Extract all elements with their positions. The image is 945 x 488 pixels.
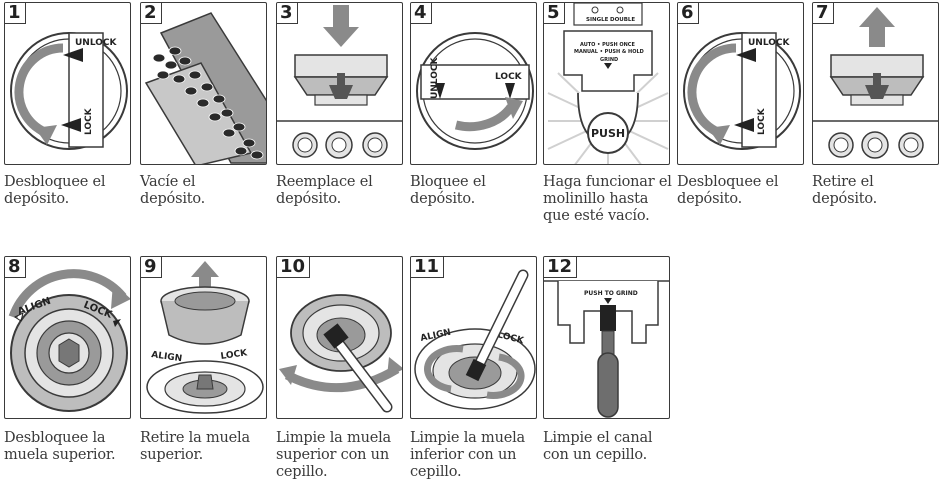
remove-hopper-illustration — [813, 7, 938, 159]
step-number: 7 — [813, 3, 834, 24]
clean-lower-burr-illustration: ALIGN LOCK — [414, 269, 536, 410]
replace-hopper-illustration — [277, 5, 402, 159]
svg-text:DOUBLE: DOUBLE — [610, 17, 635, 23]
step-11-caption: Limpie la muela inferior con un cepillo. — [410, 430, 525, 480]
step-6-panel: 6 UNLOCK LOCK — [677, 2, 804, 165]
step-number: 4 — [411, 3, 432, 24]
push-button-label: PUSH — [591, 127, 625, 140]
step-1-caption: Desbloquee el depósito. — [4, 174, 106, 207]
step-4-panel: 4 UNLOCK LOCK — [410, 2, 537, 165]
step-9-panel: 9 ALIGN LOCK — [140, 256, 267, 419]
step-number: 3 — [277, 3, 298, 24]
clean-chute-illustration: PUSH TO GRIND — [544, 280, 669, 418]
step-12-panel: 12 PUSH TO GRIND — [543, 256, 670, 419]
step-8-panel: 8 ALIGN LOCK — [4, 256, 131, 419]
step-11-panel: 11 ALIGN LOCK — [410, 256, 537, 419]
step-9-caption: Retire la muela superior. — [140, 430, 250, 463]
step-number: 1 — [5, 3, 26, 24]
lock-dial-illustration: UNLOCK LOCK — [416, 32, 534, 150]
step-number: 10 — [277, 257, 311, 278]
step-5-caption: Haga funcionar el molinillo hasta que es… — [543, 174, 672, 224]
step-number: 8 — [5, 257, 26, 278]
svg-text:UNLOCK: UNLOCK — [75, 38, 118, 48]
unlock-dial-illustration: UNLOCK LOCK — [683, 32, 801, 150]
svg-text:LOCK: LOCK — [84, 107, 94, 135]
svg-text:MANUAL • PUSH & HOLD: MANUAL • PUSH & HOLD — [574, 49, 644, 55]
remove-burr-illustration: ALIGN LOCK — [146, 261, 264, 414]
svg-text:LOCK: LOCK — [495, 72, 523, 82]
step-number: 11 — [411, 257, 445, 278]
grinder-push-illustration: SINGLE DOUBLE AUTO • PUSH ONCE MANUAL • … — [547, 3, 669, 164]
svg-text:GRIND: GRIND — [600, 57, 618, 63]
svg-text:LOCK: LOCK — [220, 348, 249, 362]
svg-text:LOCK: LOCK — [757, 107, 767, 135]
step-8-caption: Desbloquee la muela superior. — [4, 430, 116, 463]
step-5-panel: 5 SINGLE DOUBLE AUTO • PUSH ONCE MANUAL … — [543, 2, 670, 165]
svg-text:UNLOCK: UNLOCK — [430, 56, 440, 99]
step-7-caption: Retire el depósito. — [812, 174, 878, 207]
step-7-panel: 7 — [812, 2, 939, 165]
step-10-caption: Limpie la muela superior con un cepillo. — [276, 430, 391, 480]
svg-text:AUTO • PUSH ONCE: AUTO • PUSH ONCE — [580, 42, 635, 48]
step-4-caption: Bloquee el depósito. — [410, 174, 486, 207]
unlock-dial-illustration: UNLOCK LOCK — [10, 32, 128, 150]
step-3-caption: Reemplace el depósito. — [276, 174, 373, 207]
step-number: 2 — [141, 3, 162, 24]
empty-hopper-illustration — [144, 12, 266, 164]
svg-text:ALIGN: ALIGN — [151, 350, 183, 364]
step-1-panel: 1 UNLOCK LOCK — [4, 2, 131, 165]
svg-text:PUSH TO GRIND: PUSH TO GRIND — [584, 290, 638, 297]
svg-text:SINGLE: SINGLE — [586, 17, 609, 23]
clean-upper-burr-illustration — [279, 294, 402, 413]
step-number: 12 — [544, 257, 578, 278]
step-2-caption: Vacíe el depósito. — [140, 174, 206, 207]
step-10-panel: 10 — [276, 256, 403, 419]
step-number: 6 — [678, 3, 699, 24]
step-2-panel: 2 — [140, 2, 267, 165]
step-6-caption: Desbloquee el depósito. — [677, 174, 779, 207]
burr-unlock-illustration: ALIGN LOCK — [8, 269, 130, 412]
step-number: 5 — [544, 3, 565, 24]
step-number: 9 — [141, 257, 162, 278]
svg-text:UNLOCK: UNLOCK — [748, 38, 791, 48]
step-12-caption: Limpie el canal con un cepillo. — [543, 430, 653, 463]
step-3-panel: 3 — [276, 2, 403, 165]
